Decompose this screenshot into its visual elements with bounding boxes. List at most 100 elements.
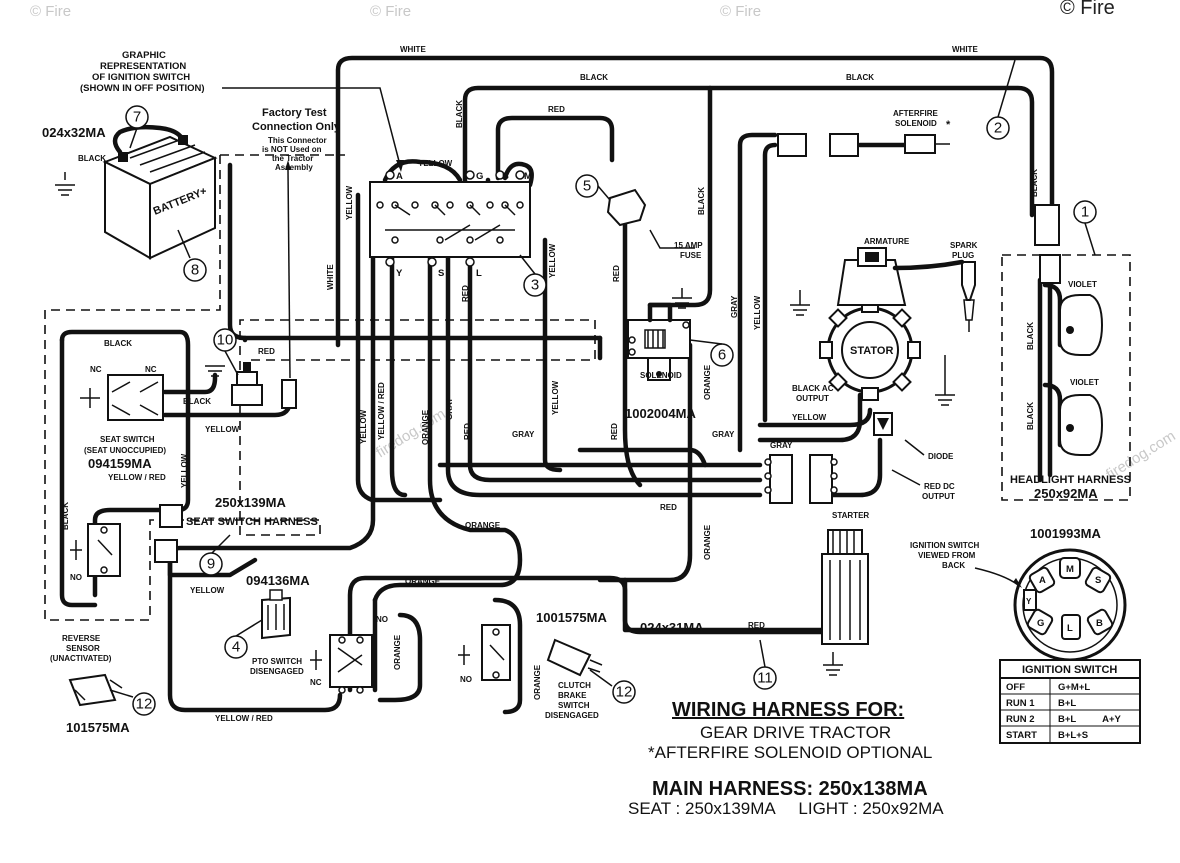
wire-gray-stator bbox=[737, 132, 778, 453]
factory-note-5: the Tractor bbox=[272, 154, 313, 163]
armature-label: ARMATURE bbox=[864, 237, 910, 246]
ignb-term-g: G bbox=[1037, 618, 1044, 629]
callout-6: 6 bbox=[718, 347, 726, 364]
rev-no-label: NO bbox=[70, 573, 82, 582]
ign-term-s: S bbox=[438, 268, 444, 279]
copyright-mark: © Fire bbox=[1060, 0, 1115, 19]
seat-harness-conn-2 bbox=[154, 539, 178, 563]
stator-connector-left bbox=[769, 454, 793, 504]
graphic-note-2: REPRESENTATION bbox=[100, 61, 186, 72]
title-sub: SEAT : 250x139MA LIGHT : 250x92MA bbox=[628, 799, 944, 818]
watermark-2: © Fire bbox=[370, 3, 411, 20]
wire-label-yellow-v3: YELLOW bbox=[180, 453, 189, 488]
wire-red-v3 bbox=[467, 252, 763, 483]
ign-term-y: Y bbox=[396, 268, 403, 279]
spark-note-2: PLUG bbox=[952, 251, 974, 260]
wire-yellow-ign bbox=[382, 159, 463, 183]
ign-term-l: L bbox=[476, 268, 482, 279]
seat-harness-pn: 250x139MA bbox=[215, 495, 286, 510]
table-row-mode: RUN 2 bbox=[1006, 714, 1035, 725]
ignition-table-title: IGNITION SWITCH bbox=[1022, 664, 1117, 676]
wire-label-yellow-ign: YELLOW bbox=[418, 159, 453, 168]
wire-label-red-v1: RED bbox=[612, 265, 621, 282]
table-row-mode: START bbox=[1006, 730, 1037, 741]
wire-red-dc bbox=[827, 437, 883, 498]
pto-note-1: PTO SWITCH bbox=[252, 657, 302, 666]
callouts: 1 2 3 4 5 6 7 8 9 10 11 12 12 bbox=[109, 59, 1097, 716]
test-connector bbox=[281, 160, 297, 409]
headlight-bulb-2 bbox=[1059, 394, 1104, 456]
headlight-pn: 250x92MA bbox=[1034, 486, 1098, 501]
wire-orange-v3 bbox=[377, 612, 423, 703]
title-heading: WIRING HARNESS FOR: bbox=[672, 699, 904, 721]
spark-note-1: SPARK bbox=[950, 241, 978, 250]
battery-plus-sign: + bbox=[200, 186, 206, 198]
seat-switch-pn: 094159MA bbox=[88, 456, 152, 471]
pto-switch-box bbox=[329, 634, 373, 688]
watermark-3: © Fire bbox=[720, 3, 761, 20]
wire-label-yellow-red-bot: YELLOW / RED bbox=[215, 714, 273, 723]
wire-gray-v2 bbox=[445, 252, 763, 498]
blackac-note-1: BLACK AC bbox=[792, 384, 834, 393]
wire-black-top bbox=[462, 85, 1035, 218]
wire-label-yellow-seat: YELLOW bbox=[205, 425, 240, 434]
wire-label-black-battery: BLACK bbox=[78, 154, 106, 163]
ign-term-a: A bbox=[396, 171, 403, 182]
callout-12-reverse: 12 bbox=[136, 696, 153, 713]
wire-label-black-seat: BLACK bbox=[104, 339, 132, 348]
table-row-conn: G+M+L bbox=[1058, 682, 1090, 693]
wire-white-top bbox=[335, 55, 1055, 348]
harness-outlines bbox=[44, 154, 1131, 621]
seat-switch-box bbox=[107, 374, 164, 421]
callout-9: 9 bbox=[207, 556, 215, 573]
clutch-note-1: CLUTCH bbox=[558, 681, 591, 690]
fuse bbox=[606, 188, 695, 249]
ignition-back-view: A M S G L B Y bbox=[974, 548, 1127, 662]
callout-7: 7 bbox=[133, 109, 141, 126]
ign-view-note-1: IGNITION SWITCH bbox=[910, 541, 980, 550]
wire-label-orange-v4: ORANGE bbox=[393, 634, 402, 670]
wire-label-yellow-ac: YELLOW bbox=[792, 413, 827, 422]
starter-label: STARTER bbox=[832, 511, 869, 520]
labels: GRAPHIC REPRESENTATION OF IGNITION SWITC… bbox=[42, 45, 1131, 735]
stator-connector-right bbox=[809, 454, 833, 504]
factory-note-3: This Connector bbox=[268, 136, 327, 145]
table-row-conn: B+L+S bbox=[1058, 730, 1088, 741]
ground-stator bbox=[935, 355, 955, 406]
ignb-term-b: B bbox=[1096, 618, 1103, 629]
wire-label-red-test: RED bbox=[258, 347, 275, 356]
clutch-plug-pictorial bbox=[546, 638, 603, 677]
headlights bbox=[1034, 204, 1104, 456]
key-switch-10 bbox=[231, 362, 263, 406]
clutch-switch bbox=[458, 624, 511, 681]
wire-label-gray-h3: GRAY bbox=[770, 441, 793, 450]
grounds bbox=[55, 172, 955, 676]
battery-neg-terminal bbox=[118, 152, 128, 162]
wire-seat-black-loop bbox=[59, 337, 98, 608]
callout-5: 5 bbox=[583, 178, 591, 195]
wire-label-yellow-v4: YELLOW bbox=[359, 409, 368, 444]
headlight-bulb-1 bbox=[1059, 294, 1104, 356]
ign-view-note-3: BACK bbox=[942, 561, 965, 570]
graphic-note-1: GRAPHIC bbox=[122, 50, 166, 61]
clutch-no: NO bbox=[460, 675, 472, 684]
wire-red-top bbox=[495, 115, 615, 181]
wire-label-white-top: WHITE bbox=[400, 45, 426, 54]
reverse-note-1: REVERSE bbox=[62, 634, 101, 643]
callout-10: 10 bbox=[217, 332, 234, 349]
light-harness-plug bbox=[1034, 204, 1060, 246]
wire-label-yellow-red-v: YELLOW / RED bbox=[377, 382, 386, 440]
wire-label-orange-v2: ORANGE bbox=[703, 364, 712, 400]
clutch-note-4: DISENGAGED bbox=[545, 711, 599, 720]
factory-note-1: Factory Test bbox=[262, 107, 327, 119]
wire-label-red-v3: RED bbox=[463, 423, 472, 440]
seat-switch-note-2: (SEAT UNOCCUPIED) bbox=[84, 446, 166, 455]
title-block: WIRING HARNESS FOR: GEAR DRIVE TRACTOR *… bbox=[628, 699, 944, 818]
wire-label-gray-h2: GRAY bbox=[712, 430, 735, 439]
wire-label-black-seat-2: BLACK bbox=[183, 397, 211, 406]
ignb-term-y: Y bbox=[1026, 597, 1032, 606]
blackac-note-2: OUTPUT bbox=[796, 394, 829, 403]
outline-main bbox=[44, 155, 596, 621]
wire-orange-v2 bbox=[597, 342, 693, 583]
armature bbox=[836, 247, 907, 306]
